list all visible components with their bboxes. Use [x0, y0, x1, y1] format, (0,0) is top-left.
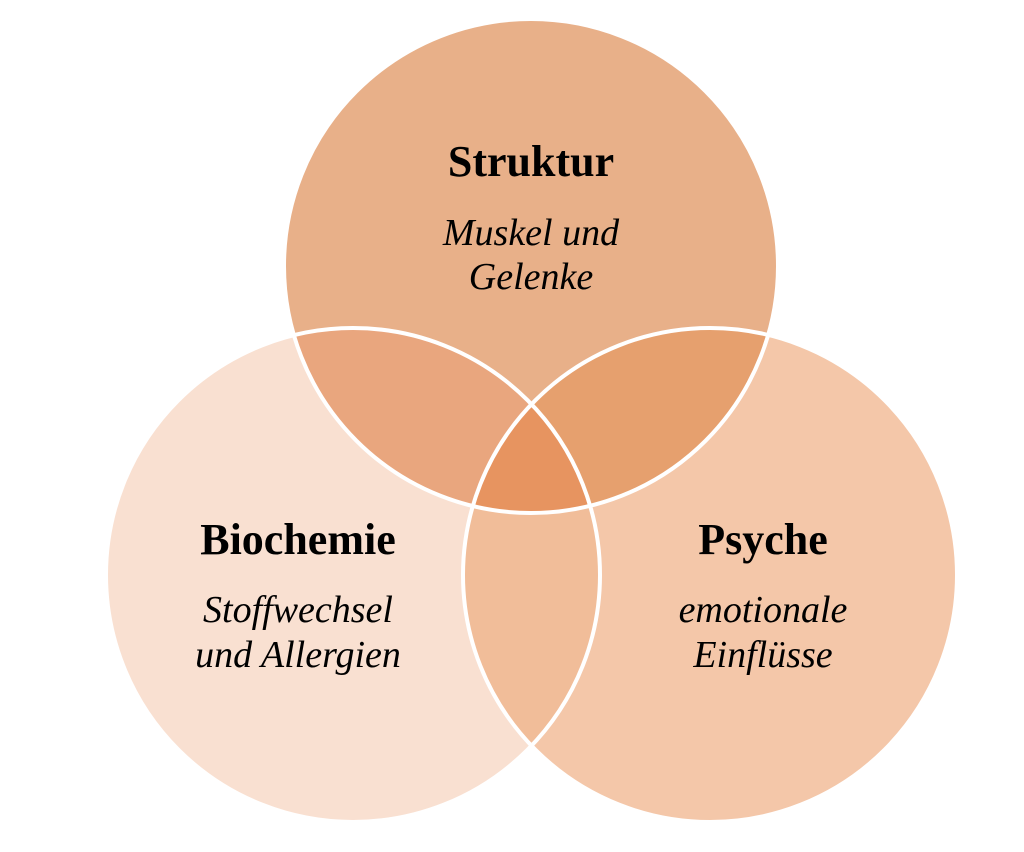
label-structure-sub-line1: Muskel und	[442, 212, 620, 254]
label-structure-sub-line2: Gelenke	[469, 256, 594, 298]
label-psyche-sub-line2: Einflüsse	[692, 634, 832, 676]
outline-psyche	[461, 326, 959, 824]
label-psyche-title: Psyche	[698, 515, 828, 564]
label-biochemistry-sub-line1: Stoffwechsel	[203, 589, 393, 631]
label-structure-title: Struktur	[448, 137, 614, 186]
outline-biochemistry	[104, 326, 602, 824]
label-biochemistry-title: Biochemie	[200, 515, 396, 564]
overlap-structure-biochemistry	[284, 328, 600, 513]
overlap-structure-psyche	[463, 328, 778, 513]
label-psyche-sub-line1: emotionale	[679, 589, 848, 631]
label-biochemistry-sub-line2: und Allergien	[195, 634, 401, 676]
outline-structure	[282, 17, 780, 515]
